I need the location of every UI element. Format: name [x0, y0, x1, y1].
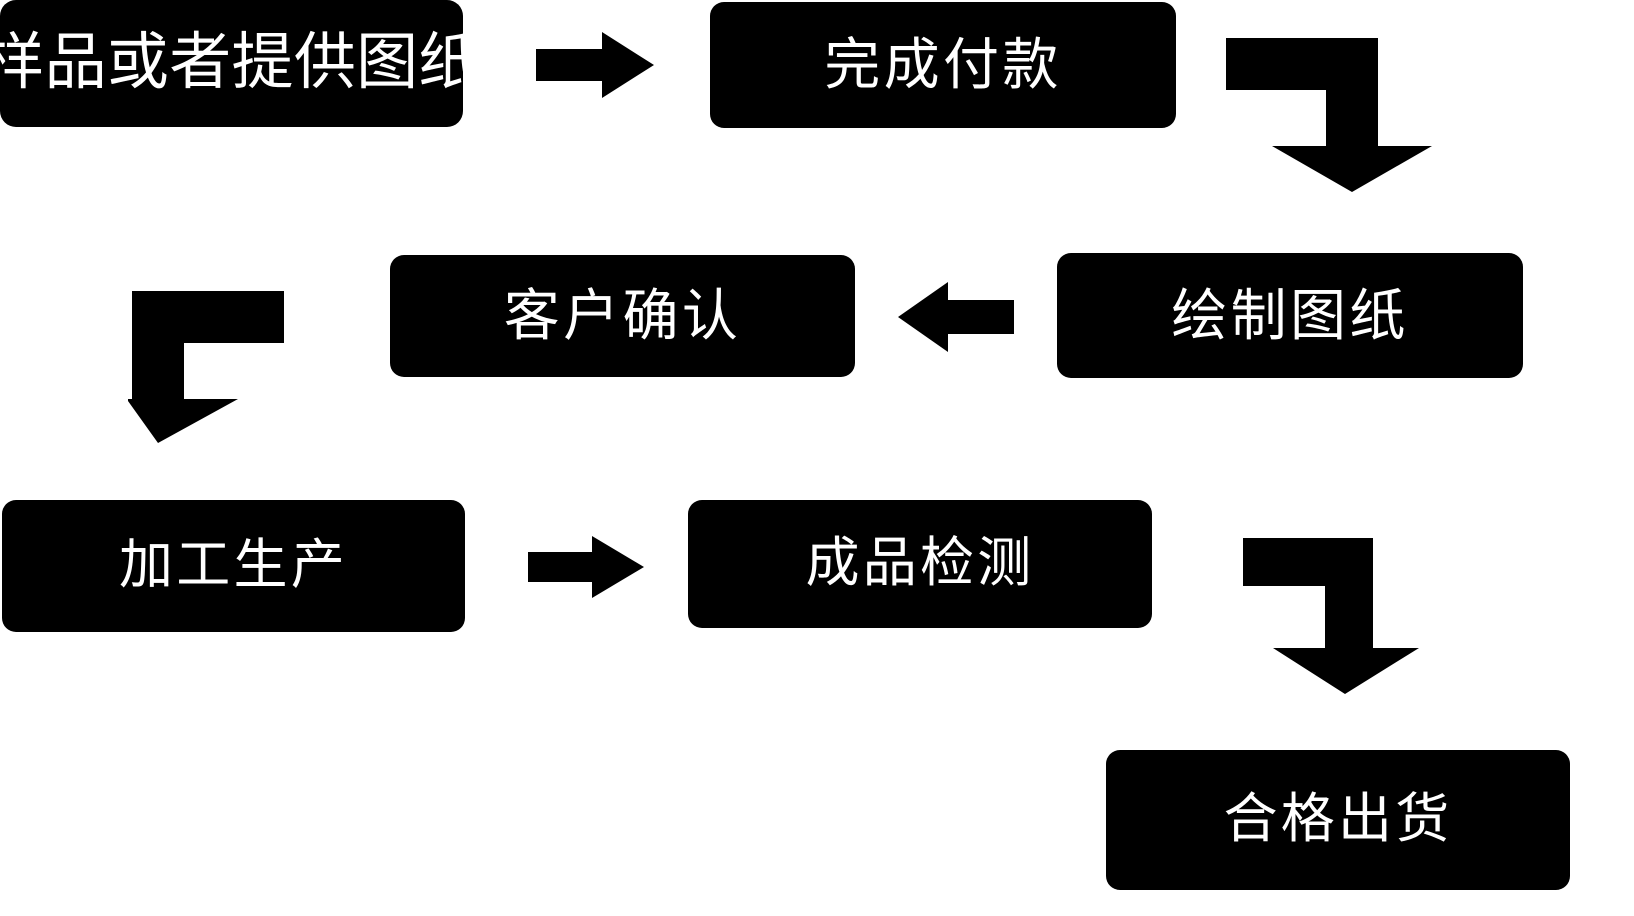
arrow-right-icon [536, 32, 654, 98]
flow-node-label: 客户确认 [503, 284, 742, 348]
flow-node-label: 成品检测 [805, 533, 1035, 594]
flow-node-payment[interactable]: 完成付款 [710, 2, 1176, 128]
flow-node-label: 样品或者提供图纸 [0, 28, 481, 98]
flow-node-production[interactable]: 加工生产 [2, 500, 465, 632]
flow-node-inspection[interactable]: 成品检测 [688, 500, 1152, 628]
flow-node-shipping[interactable]: 合格出货 [1106, 750, 1570, 890]
arrow-elbow-left-down-icon [128, 291, 284, 443]
flow-node-confirm[interactable]: 客户确认 [390, 255, 855, 377]
arrow-elbow-right-down-icon [1226, 38, 1432, 192]
flow-node-label: 绘制图纸 [1171, 283, 1409, 347]
arrow-left-icon [898, 282, 1014, 352]
flow-node-label: 完成付款 [824, 33, 1062, 97]
flow-node-sample[interactable]: 样品或者提供图纸 [0, 0, 480, 127]
flow-node-label: 合格出货 [1223, 789, 1453, 850]
flow-node-drawing[interactable]: 绘制图纸 [1057, 253, 1523, 378]
arrow-right-icon [528, 536, 644, 598]
flow-node-label: 加工生产 [119, 535, 348, 596]
arrow-elbow-right-down-icon [1243, 538, 1419, 694]
